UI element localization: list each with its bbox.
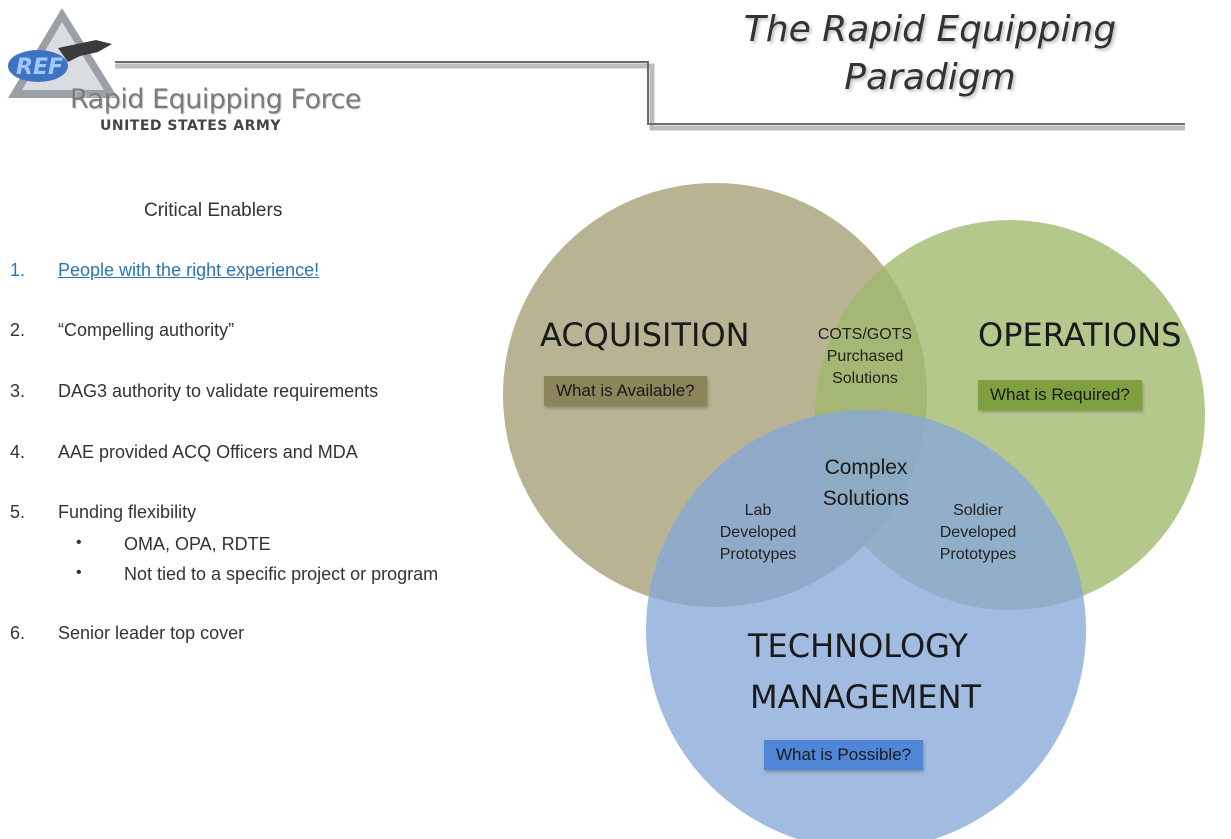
subitem-text: Not tied to a specific project or progra…: [124, 564, 439, 584]
overlap-line: Lab: [744, 502, 772, 519]
enabler-text: Senior leader top cover: [58, 623, 245, 643]
enabler-number: 4.: [10, 442, 26, 462]
enabler-text: “Compelling authority”: [58, 320, 235, 340]
overlap-line: Solutions: [832, 370, 898, 387]
logo-subtitle: UNITED STATES ARMY: [100, 118, 281, 134]
enabler-text: AAE provided ACQ Officers and MDA: [58, 442, 358, 462]
ref-logo: REF: [8, 8, 118, 98]
enabler-number: 2.: [10, 320, 26, 340]
enabler-link[interactable]: People with the right experience!: [58, 260, 320, 280]
overlap-line: Developed: [939, 524, 1017, 541]
enabler-number: 5.: [10, 502, 26, 522]
enabler-number: 1.: [10, 260, 26, 280]
overlap-line: Prototypes: [719, 546, 797, 563]
overlap-line: Prototypes: [939, 546, 1017, 563]
technology-label-box: What is Possible?: [764, 740, 924, 770]
overlap-line: Developed: [719, 524, 797, 541]
enabler-text: Funding flexibility: [58, 502, 197, 522]
technology-circle: [646, 410, 1086, 839]
overlap-line: COTS/GOTS: [817, 326, 913, 343]
enabler-text: DAG3 authority to validate requirements: [58, 381, 379, 401]
logo-badge-text: REF: [16, 55, 63, 80]
slide-title: The Rapid Equipping Paradigm: [700, 6, 1160, 102]
center-line: Solutions: [822, 487, 910, 510]
subitem-text: OMA, OPA, RDTE: [124, 534, 271, 554]
acq-tech-overlap-label: Lab Developed Prototypes: [698, 500, 818, 566]
enabler-number: 3.: [10, 381, 26, 401]
slide-title-line1: The Rapid Equipping: [743, 9, 1117, 50]
enablers-heading: Critical Enablers: [144, 200, 283, 221]
technology-title-line2: MANAGEMENT: [750, 678, 982, 716]
ops-tech-overlap-label: Soldier Developed Prototypes: [918, 500, 1038, 566]
operations-title: OPERATIONS: [978, 316, 1182, 354]
overlap-line: Purchased: [826, 348, 904, 365]
bullet-icon: •: [76, 564, 82, 581]
bullet-icon: •: [76, 534, 82, 551]
logo-badge-oval: [8, 50, 68, 82]
acquisition-title: ACQUISITION: [540, 316, 750, 354]
acq-ops-overlap-label: COTS/GOTS Purchased Solutions: [800, 324, 930, 390]
center-overlap-label: Complex Solutions: [796, 452, 936, 514]
header-divider: [115, 61, 1185, 131]
acquisition-label-box: What is Available?: [544, 376, 707, 406]
overlap-line: Soldier: [953, 502, 1003, 519]
operations-label-box: What is Required?: [978, 380, 1142, 410]
slide-title-line2: Paradigm: [844, 57, 1016, 98]
logo-wordmark: Rapid Equipping Force: [70, 84, 362, 115]
soldier-silhouette-icon: [58, 40, 112, 62]
technology-title-line1: TECHNOLOGY: [748, 627, 968, 665]
center-line: Complex: [824, 456, 908, 479]
enabler-number: 6.: [10, 623, 26, 643]
